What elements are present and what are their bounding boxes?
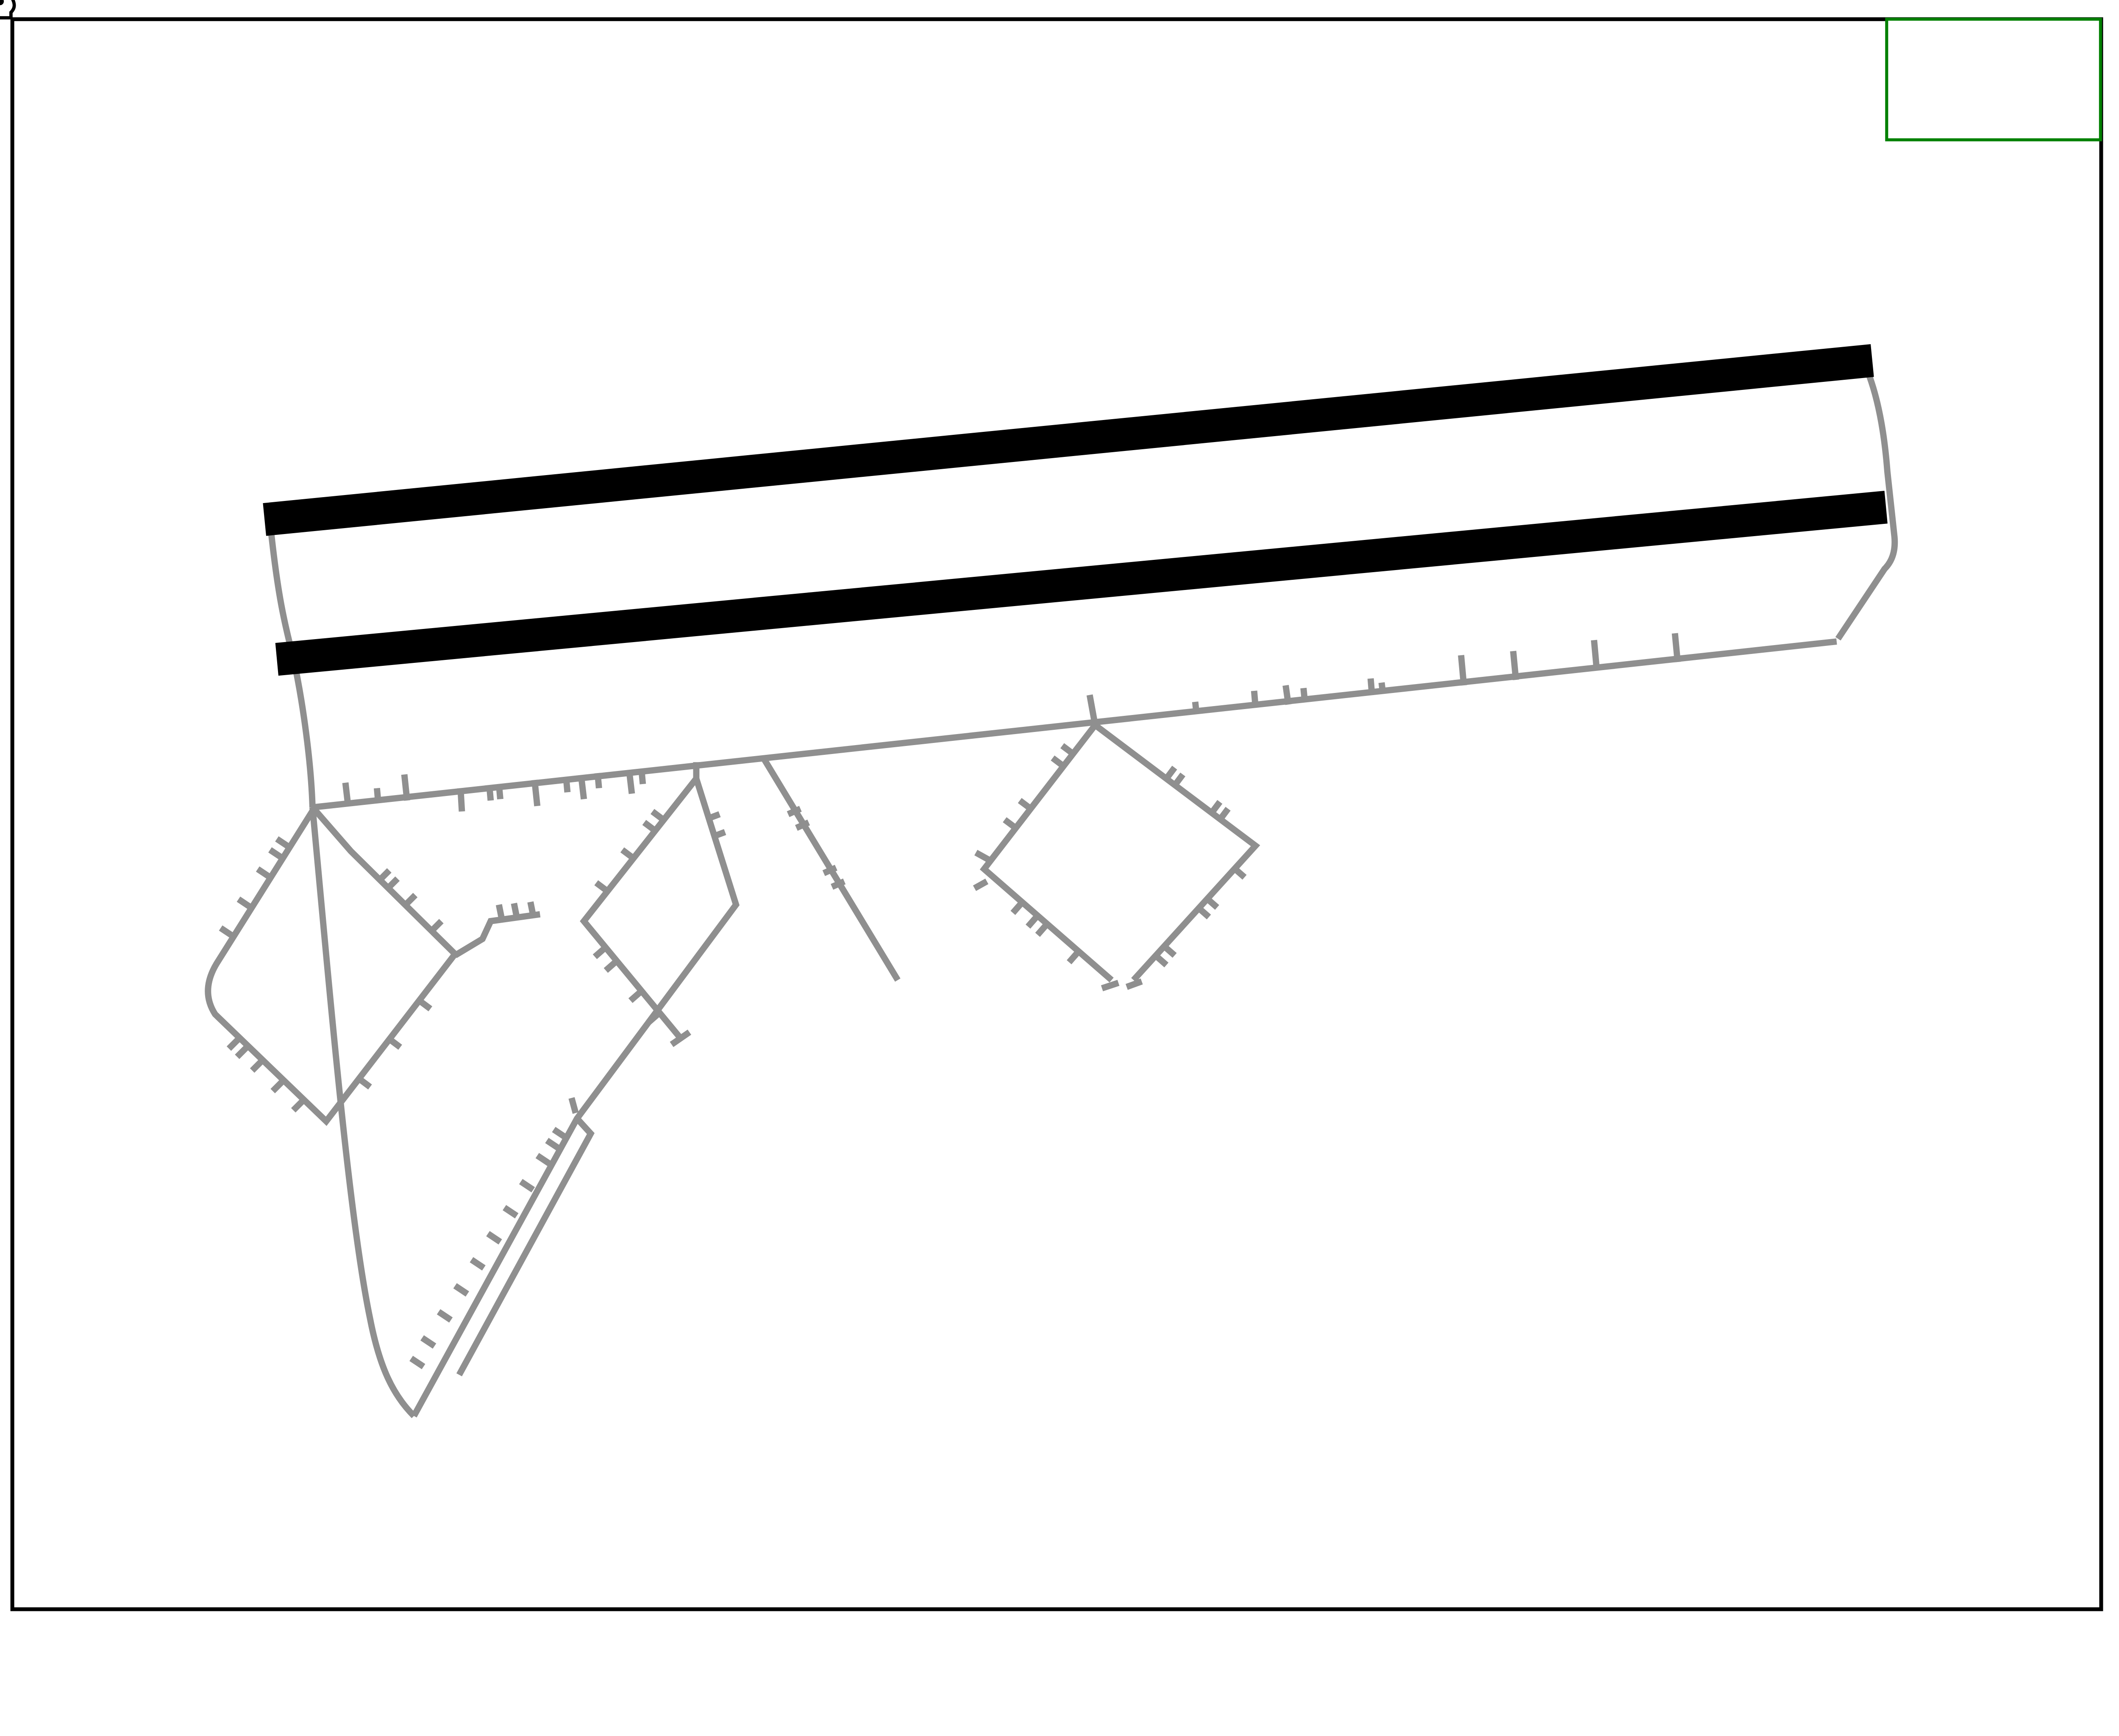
taxiway-c-stub — [1086, 694, 1098, 726]
apron-b-west-sides — [580, 776, 699, 1041]
helipad-spur-west — [453, 911, 541, 958]
runways — [263, 344, 1888, 676]
page-border — [10, 17, 2103, 1611]
comms-box-frame — [1885, 17, 2102, 142]
apron-b-east-long-diagonal — [411, 777, 740, 1418]
runway-lower — [275, 490, 1888, 676]
central-taxiway-path — [309, 807, 416, 1419]
tacan-symbol-dot — [0, 0, 4, 6]
apron-tick-marks — [219, 633, 1681, 1369]
tacan-icon — [0, 0, 16, 19]
taxiway-network — [205, 372, 1898, 1419]
apron-a-diamond — [205, 803, 459, 1126]
ramp-inner-diagonal — [456, 1116, 595, 1377]
apron-c-diamond — [979, 722, 1260, 983]
runway-upper — [263, 344, 1874, 536]
comms-box — [1885, 17, 2102, 142]
taxiway-f-parallel-path — [312, 638, 1837, 811]
ground-chart — [0, 0, 2103, 1611]
taxiway-e-path — [1835, 372, 1898, 641]
tacan-symbol-outline — [0, 0, 16, 19]
